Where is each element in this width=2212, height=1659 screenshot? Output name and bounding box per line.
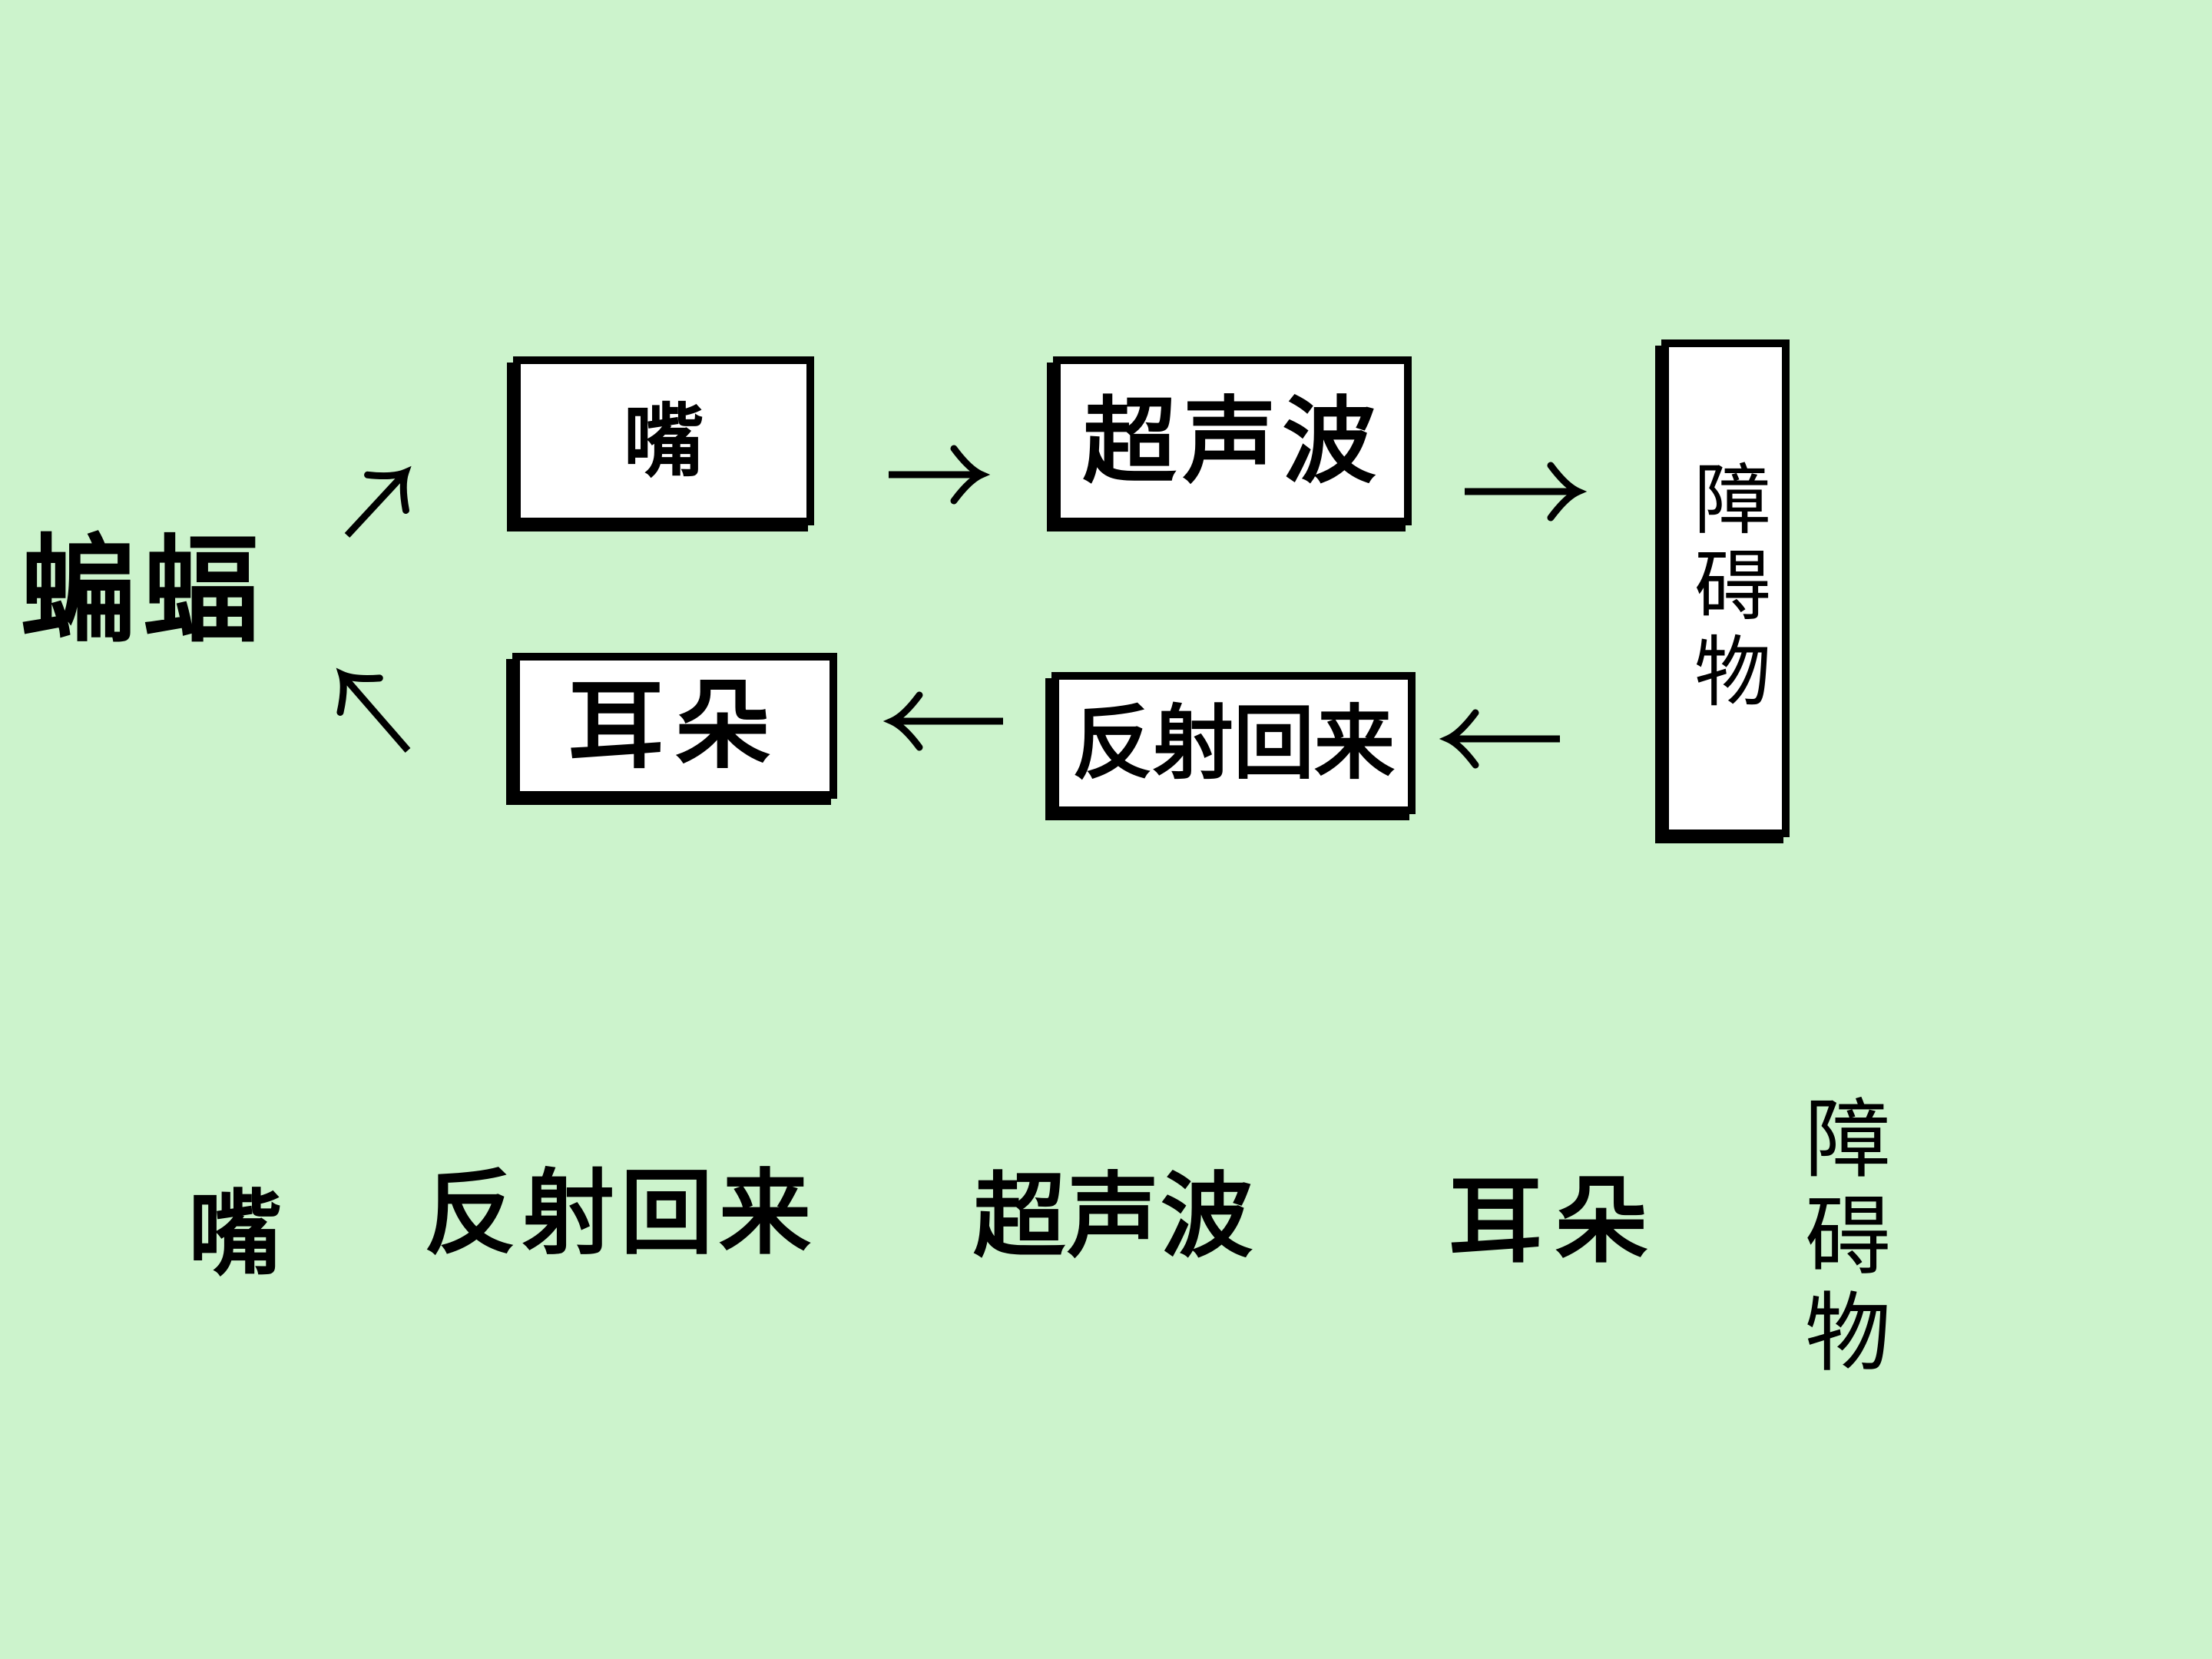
word-bank-item-mouth: 嘴 <box>188 1178 282 1289</box>
mouth-box-label: 嘴 <box>623 392 704 488</box>
reflect-box: 反射回来 <box>1051 672 1416 814</box>
ultrasonic-box-label: 超声波 <box>1082 386 1382 496</box>
arrow-bat-to-mouth-icon <box>344 465 412 538</box>
obstacle-box-label: 障碍物 <box>1681 459 1771 717</box>
word-bank-item-obstacle: 障碍物 <box>1790 1094 1890 1384</box>
word-bank-item-reflect: 反射回来 <box>424 1159 817 1267</box>
mouth-box: 嘴 <box>513 356 814 525</box>
arrow-ear-to-bat-icon <box>336 667 411 753</box>
ear-box: 耳朵 <box>512 653 837 799</box>
ultrasonic-box: 超声波 <box>1053 356 1412 525</box>
ear-box-label: 耳朵 <box>568 669 782 782</box>
reflect-box-label: 反射回来 <box>1071 695 1395 790</box>
word-bank-item-ultrasonic: 超声波 <box>973 1162 1254 1270</box>
bat-label: 蝙蝠 <box>20 521 266 658</box>
word-bank-item-ear: 耳朵 <box>1449 1165 1661 1276</box>
obstacle-box: 障碍物 <box>1661 339 1790 837</box>
